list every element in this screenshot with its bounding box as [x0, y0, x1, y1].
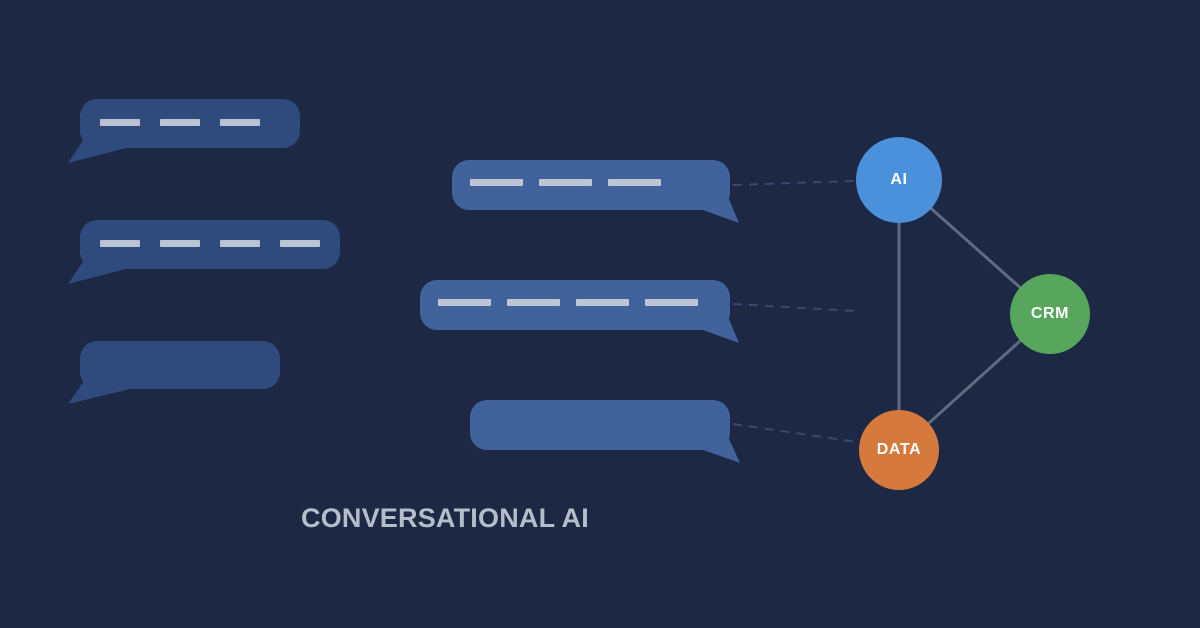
text-line-placeholder	[220, 119, 260, 126]
text-line-placeholder	[160, 240, 200, 247]
chat-bubble-right-2	[420, 280, 730, 330]
chat-bubble-right-3	[470, 400, 730, 450]
dashed-link-bubble3-data	[732, 423, 858, 443]
text-line-placeholder	[507, 299, 560, 306]
text-line-placeholder	[576, 299, 629, 306]
dashed-link-bubble1-ai	[732, 180, 855, 186]
text-line-placeholder	[220, 240, 260, 247]
text-line-placeholder	[608, 179, 661, 186]
network-node-data: DATA	[859, 410, 939, 490]
dashed-link-bubble2-network	[732, 303, 857, 312]
network-node-crm: CRM	[1010, 274, 1090, 354]
text-line-placeholder	[539, 179, 592, 186]
chat-bubble-left-2	[80, 220, 340, 269]
network-node-ai: AI	[856, 137, 942, 223]
chat-bubble-left-3	[80, 341, 280, 389]
text-line-placeholder	[645, 299, 698, 306]
text-line-placeholder	[100, 119, 140, 126]
text-line-placeholder	[100, 240, 140, 247]
chat-bubble-left-1	[80, 99, 300, 148]
node-data-label: DATA	[876, 441, 922, 458]
node-crm-label: CRM	[1030, 305, 1070, 322]
text-line-placeholder	[280, 240, 320, 247]
chat-bubble-right-1	[452, 160, 730, 210]
text-line-placeholder	[438, 299, 491, 306]
text-line-placeholder	[160, 119, 200, 126]
page-title: CONVERSATIONAL AI	[301, 503, 589, 533]
node-ai-label: AI	[890, 171, 908, 188]
text-line-placeholder	[470, 179, 523, 186]
